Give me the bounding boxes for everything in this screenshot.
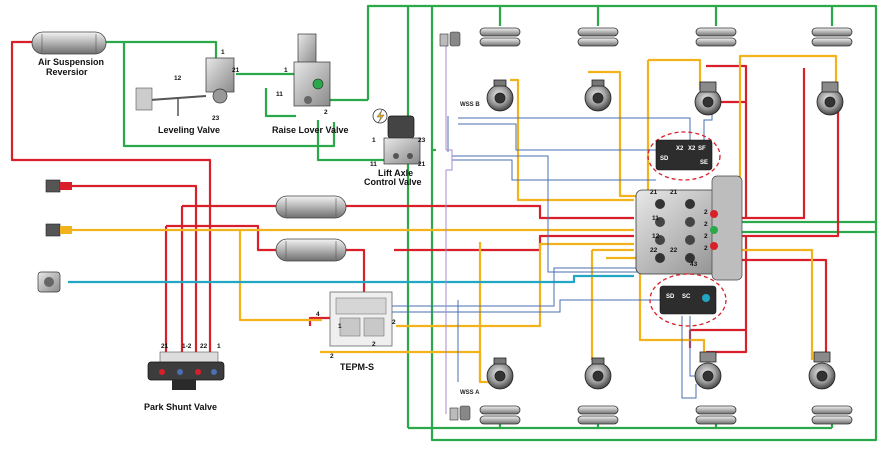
brake-chamber-7: [694, 351, 722, 390]
ps-port-22: 22: [200, 343, 208, 350]
conn-sd1: SD: [660, 156, 669, 162]
primary-lines: [10, 40, 840, 360]
sensor-lines: [388, 100, 713, 399]
mod-port-22a: 22: [650, 247, 658, 254]
brake-chamber-5: [486, 357, 514, 390]
lv-port-21: 21: [232, 67, 240, 74]
modulator-unit: [635, 175, 743, 281]
mod-port-22b: 22: [670, 247, 678, 254]
air-suspension-label: Air Suspension: [38, 57, 104, 67]
wss-b-sensor: [439, 31, 461, 47]
lower-connector-callout: [649, 273, 727, 327]
la-port-21: 21: [418, 161, 426, 168]
mod-port-2b: 2: [704, 221, 708, 228]
mod-port-12: 12: [652, 233, 660, 240]
brake-chamber-1: [486, 79, 514, 112]
rl-port-2: 2: [324, 109, 328, 116]
brake-chambers: [486, 79, 844, 390]
supply-lines: [100, 4, 878, 442]
conn-x2a: X2: [676, 146, 684, 152]
mod-port-2a: 2: [704, 209, 708, 216]
wss-a-sensor: [449, 405, 471, 421]
air-springs-top: [479, 27, 853, 47]
reversior-label: Reversior: [46, 67, 88, 77]
air-suspension-tank: [31, 31, 107, 55]
control-valve-label: Control Valve: [364, 177, 422, 187]
raise-lower-valve-label: Raise Lover Valve: [272, 125, 349, 135]
rl-port-11: 11: [276, 91, 283, 98]
leveling-valve-label: Leveling Valve: [158, 125, 220, 135]
primary-reservoir: [275, 195, 347, 219]
trailer-connector: [37, 271, 61, 293]
secondary-reservoir: [275, 238, 347, 262]
secondary-lines: [72, 54, 838, 384]
mod-port-2d: 2: [704, 245, 708, 252]
la-port-23: 23: [418, 137, 426, 144]
lv-port-1: 1: [221, 49, 225, 56]
conn-sf: SF: [698, 146, 706, 152]
mod-port-21b: 21: [670, 189, 678, 196]
lift-axle-label: Lift Axle: [378, 168, 413, 178]
lv-port-23: 23: [212, 115, 220, 122]
park-shunt-valve-label: Park Shunt Valve: [144, 402, 217, 412]
tp-port-4: 4: [316, 311, 320, 318]
brake-chamber-2: [584, 79, 612, 112]
tp-port-2b: 2: [372, 341, 376, 348]
upper-connector-callout: [647, 131, 721, 181]
brake-chamber-3: [694, 81, 722, 116]
brake-chamber-6: [584, 357, 612, 390]
sensor-lines-alt: [445, 40, 453, 414]
la-port-1: 1: [372, 137, 376, 144]
trailer-line: [68, 274, 634, 284]
conn-x2b: X2: [688, 146, 696, 152]
solenoid-icon: [372, 108, 388, 124]
wss-a-label: WSS A: [460, 390, 480, 396]
air-springs-bottom: [479, 405, 853, 425]
leveling-valve: [135, 57, 235, 116]
ps-port-1: 1: [217, 343, 221, 350]
raise-lower-valve: [293, 33, 331, 107]
gladhand-yellow: [45, 223, 72, 237]
la-port-11: 11: [370, 161, 377, 168]
brake-chamber-4: [816, 81, 844, 116]
brake-chamber-8: [808, 351, 836, 390]
mod-port-2c: 2: [704, 233, 708, 240]
conn-se: SE: [700, 160, 708, 166]
rl-port-1: 1: [284, 67, 288, 74]
ps-port-21: 21: [161, 343, 169, 350]
gladhand-red: [45, 179, 72, 193]
tp-port-1: 1: [338, 323, 342, 330]
tp-port-2a: 2: [392, 319, 396, 326]
lift-axle-control-valve: [383, 115, 421, 165]
wss-b-label: WSS B: [460, 102, 480, 108]
tepm-s-module: [329, 291, 393, 347]
park-shunt-valve: [147, 351, 225, 390]
ps-port-12: 1-2: [182, 343, 192, 350]
mod-port-21a: 21: [650, 189, 658, 196]
mod-port-43: 43: [690, 261, 698, 268]
tp-port-2c: 2: [330, 353, 334, 360]
conn-sd: SD: [666, 294, 675, 300]
conn-sc: SC: [682, 294, 691, 300]
mod-port-11: 11: [652, 215, 659, 222]
lv-port-12: 12: [174, 75, 182, 82]
tepm-s-label: TEPM-S: [340, 362, 374, 372]
